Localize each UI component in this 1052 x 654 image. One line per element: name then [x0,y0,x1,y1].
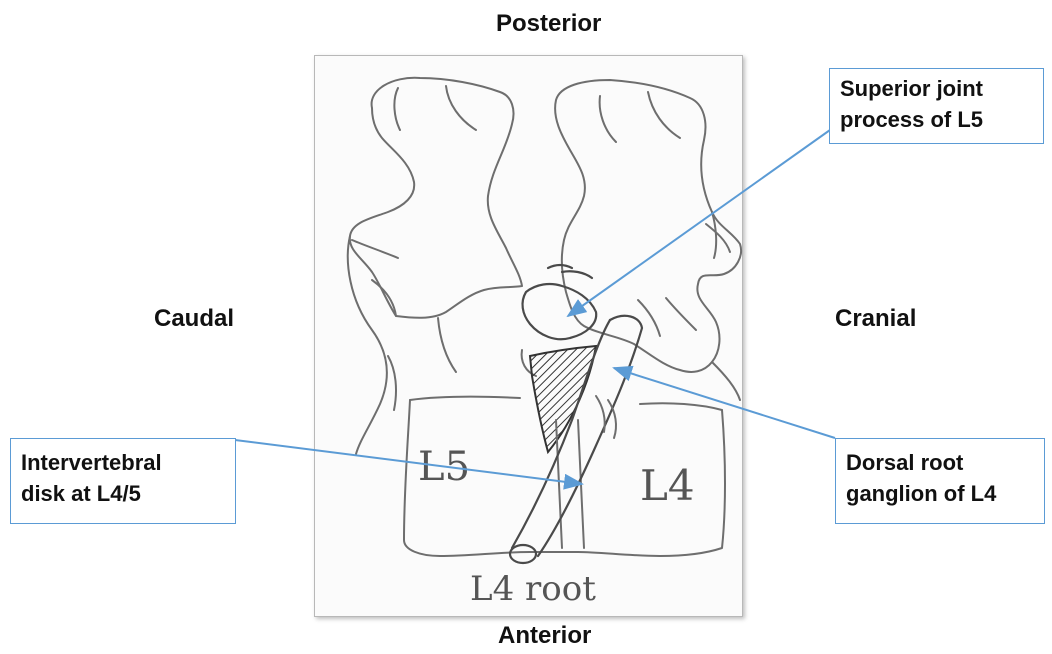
callout-intervertebral-disk-line2: disk at L4/5 [21,478,225,509]
arrow-intervertebral-disk [235,440,582,484]
callout-superior-joint-line2: process of L5 [840,104,1033,135]
callout-intervertebral-disk: Intervertebral disk at L4/5 [10,438,236,524]
callout-superior-joint-line1: Superior joint [840,73,1033,104]
callout-intervertebral-disk-line1: Intervertebral [21,447,225,478]
callout-dorsal-root-ganglion-line1: Dorsal root [846,447,1034,478]
sketch-label-l4: L4 [640,461,695,510]
callout-dorsal-root-ganglion-line2: ganglion of L4 [846,478,1034,509]
callout-dorsal-root-ganglion: Dorsal root ganglion of L4 [835,438,1045,524]
intervertebral-disk-region [530,346,596,452]
callout-superior-joint: Superior joint process of L5 [829,68,1044,144]
sketch-label-l4-root: L4 root [470,569,596,609]
arrow-superior-joint [568,130,830,316]
